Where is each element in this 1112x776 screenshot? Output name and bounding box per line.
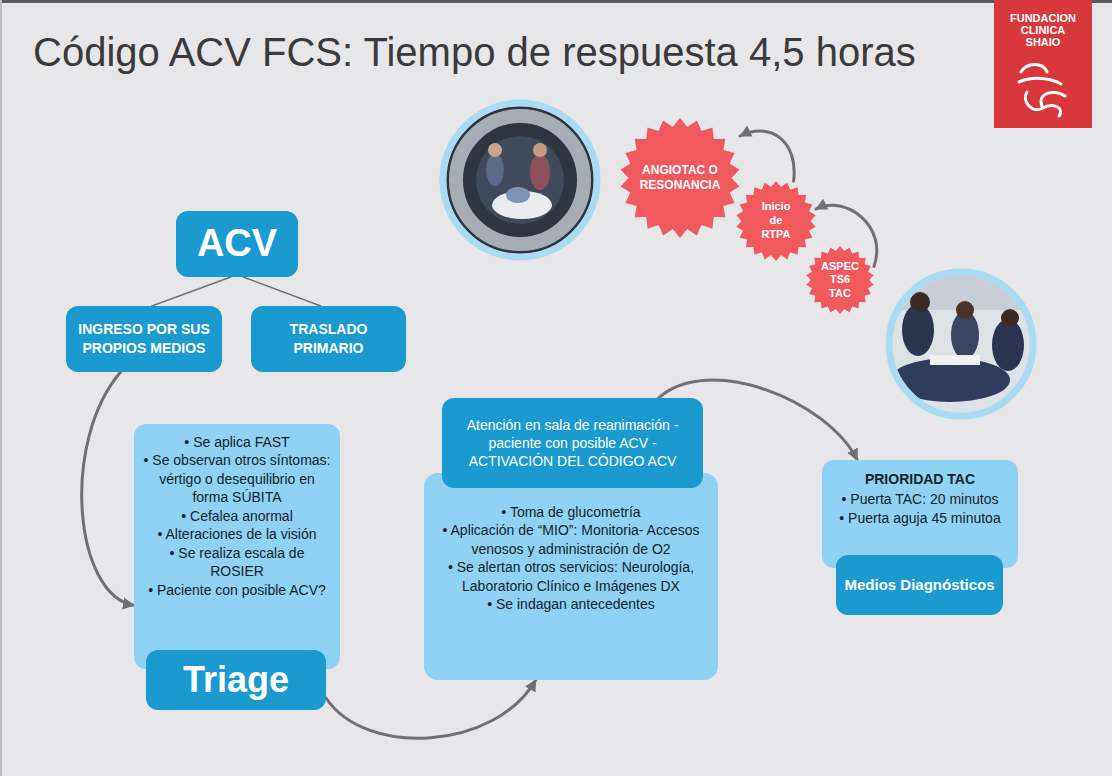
node-text: ACV bbox=[197, 222, 277, 266]
node-text: ANGIOTAC O RESONANCIA bbox=[634, 163, 726, 193]
node-text: • Paciente con posible ACV? bbox=[148, 581, 326, 599]
node-text: • Alteraciones de la visión bbox=[158, 525, 317, 543]
node-text: • Se realiza escala de ROSIER bbox=[142, 544, 332, 581]
node-text: • Puerta aguja 45 minutoa bbox=[839, 509, 1000, 527]
logo-stroke bbox=[1019, 65, 1065, 117]
logo-monogram bbox=[1013, 58, 1073, 120]
left-rule bbox=[0, 0, 2, 776]
star-outline bbox=[806, 246, 873, 314]
priority-panel: PRIORIDAD TAC • Puerta TAC: 20 minutos• P… bbox=[822, 460, 1018, 568]
node-text: • Puerta TAC: 20 minutos bbox=[842, 490, 999, 508]
node-text: TRASLADO PRIMARIO bbox=[257, 320, 400, 358]
node-text: • Se indagan antecedentes bbox=[487, 595, 655, 613]
stage-label: Medios Diagnósticos bbox=[836, 555, 1003, 615]
node-text: Atención en sala de reanimación - pacien… bbox=[450, 416, 695, 471]
start-box: ACV bbox=[176, 211, 298, 277]
top-rule bbox=[0, 0, 1112, 3]
node-text: INGRESO POR SUS PROPIOS MEDIOS bbox=[72, 320, 216, 358]
node-text: • Aplicación de “MIO”: Monitoria- Acceso… bbox=[434, 521, 708, 558]
entry-box: TRASLADO PRIMARIO bbox=[251, 306, 406, 372]
checklist-panel: • Toma de glucometría• Aplicación de “MI… bbox=[424, 473, 718, 680]
node-text: PRIORIDAD TAC bbox=[865, 470, 975, 488]
checklist-panel: • Se aplica FAST• Se observan otros sínt… bbox=[134, 424, 340, 669]
diagram-title: Código ACV FCS: Tiempo de respuesta 4,5 … bbox=[33, 30, 916, 75]
node-text: FUNDACION CLINICA SHAIO bbox=[1007, 12, 1079, 48]
node-text: Triage bbox=[183, 659, 289, 700]
node-text: • Toma de glucometría bbox=[501, 503, 640, 521]
node-text: ASPEC TS6 TAC bbox=[819, 260, 861, 300]
star-burst: ANGIOTAC O RESONANCIA bbox=[620, 118, 740, 238]
star-outline bbox=[621, 118, 740, 238]
star-burst: Inicio de RTPA bbox=[736, 181, 816, 261]
connector bbox=[326, 680, 536, 738]
photo-scanner bbox=[440, 100, 600, 260]
node-text: Inicio de RTPA bbox=[756, 200, 796, 241]
node-text: • Se aplica FAST bbox=[184, 433, 289, 451]
connector bbox=[82, 372, 134, 605]
connector bbox=[152, 277, 231, 306]
logo-box: FUNDACION CLINICA SHAIO bbox=[994, 0, 1092, 128]
photo-resuscitation bbox=[885, 270, 1045, 420]
entry-box: INGRESO POR SUS PROPIOS MEDIOS bbox=[66, 306, 222, 372]
node-text: • Se alertan otros servicios: Neurología… bbox=[434, 558, 708, 595]
node-text: Medios Diagnósticos bbox=[844, 575, 994, 595]
node-text: • Se observan otros síntomas: vértigo o … bbox=[142, 451, 332, 506]
node-text: • Cefalea anormal bbox=[181, 507, 293, 525]
connector bbox=[243, 277, 321, 306]
stage-label: Triage bbox=[146, 650, 326, 710]
star-burst: ASPEC TS6 TAC bbox=[806, 246, 874, 314]
connector bbox=[740, 131, 794, 181]
activation-header: Atención en sala de reanimación - pacien… bbox=[442, 398, 703, 488]
star-outline bbox=[736, 181, 815, 261]
